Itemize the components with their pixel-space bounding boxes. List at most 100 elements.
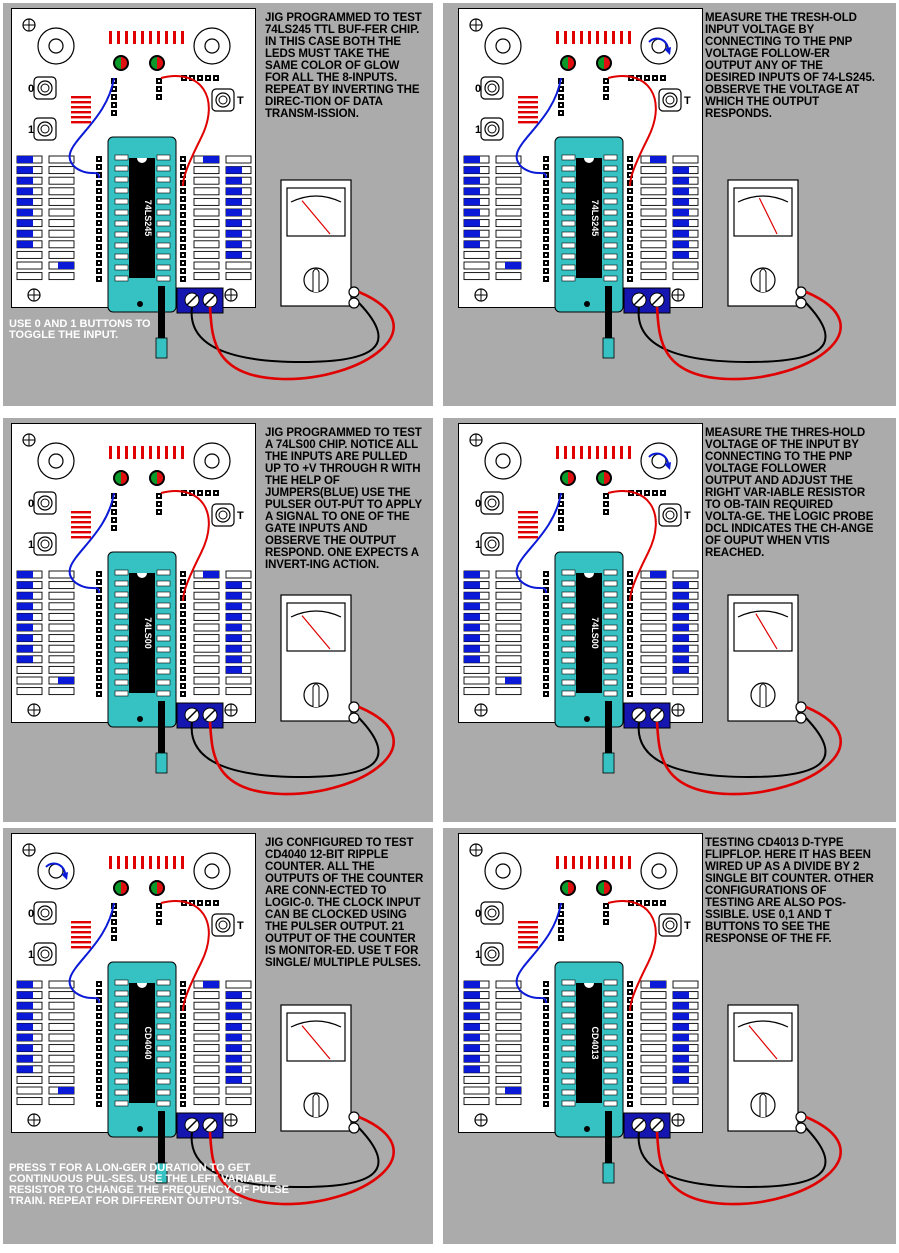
red-meter-lead: [208, 1115, 395, 1206]
black-meter-lead: [637, 302, 827, 364]
side-header: [96, 571, 102, 697]
ic-chip-icon: [576, 983, 602, 1103]
red-signal-wire: [160, 75, 210, 187]
bicolor-led-icon: [113, 55, 129, 71]
left-variable-resistor-icon: [37, 442, 75, 480]
bicolor-led-icon: [560, 470, 576, 486]
meter-needle: [758, 197, 778, 235]
blue-jumper-wire: [68, 492, 115, 594]
button-t: [211, 88, 235, 112]
logic-probe-icon: [155, 1111, 168, 1184]
signal-bar-icon: [109, 856, 184, 869]
mounting-hole-icon: [671, 703, 685, 717]
bicolor-led-icon: [149, 55, 165, 71]
jumper-header: [156, 493, 162, 515]
panel-description: MEASURE THE TRESH-OLD INPUT VOLTAGE BY C…: [705, 12, 875, 120]
black-meter-lead: [190, 717, 380, 779]
button-t-label: T: [237, 95, 244, 107]
meter-terminal-icon: [348, 712, 360, 724]
left-variable-resistor-icon: [37, 852, 75, 890]
jig-panel: JIG PROGRAMMED TO TEST A 74LS00 CHIP. NO…: [3, 418, 433, 822]
resistor-array-icon: [71, 921, 91, 949]
left-variable-resistor-icon: [484, 442, 522, 480]
mounting-hole-icon: [469, 433, 483, 447]
button-0: [33, 491, 57, 515]
meter-terminal-icon: [348, 297, 360, 309]
ic-chip-icon: [129, 158, 155, 278]
button-0: [480, 901, 504, 925]
mounting-hole-icon: [671, 288, 685, 302]
zif-socket-icon: [554, 551, 624, 728]
terminal-block-icon: [623, 702, 671, 729]
blue-jumper-wire: [515, 902, 562, 1004]
chip-label: 74LS00: [590, 617, 600, 649]
button-t: [658, 503, 682, 527]
jumper-header: [603, 903, 609, 925]
voltmeter-icon: [280, 1004, 360, 1134]
panel-description: JIG PROGRAMMED TO TEST A 74LS00 CHIP. NO…: [265, 427, 422, 571]
button-1: [33, 942, 57, 966]
mounting-hole-icon: [474, 703, 488, 717]
signal-bar-icon: [556, 31, 631, 44]
mounting-hole-icon: [27, 288, 41, 302]
red-signal-wire: [607, 490, 657, 602]
mounting-hole-icon: [22, 433, 36, 447]
red-meter-lead: [655, 705, 842, 796]
chip-label: CD4013: [590, 1026, 600, 1059]
chip-label: 74LS245: [590, 200, 600, 237]
button-0: [33, 76, 57, 100]
button-0: [33, 901, 57, 925]
resistor-array-icon: [518, 921, 538, 949]
left-switch-bank: [16, 570, 75, 696]
mounting-hole-icon: [27, 703, 41, 717]
button-t: [211, 503, 235, 527]
button-0-label: 0: [475, 498, 481, 510]
button-t: [658, 913, 682, 937]
panel-description: MEASURE THE THRES-HOLD VOLTAGE OF THE IN…: [705, 427, 874, 559]
resistor-array-icon: [71, 96, 91, 124]
mounting-hole-icon: [224, 288, 238, 302]
side-header: [627, 571, 633, 697]
voltmeter-icon: [727, 1004, 807, 1134]
left-switch-bank: [463, 570, 522, 696]
button-t-label: T: [684, 510, 691, 522]
button-t: [211, 913, 235, 937]
mounting-hole-icon: [474, 288, 488, 302]
red-signal-wire: [607, 75, 657, 187]
button-1: [480, 532, 504, 556]
signal-bar-icon: [109, 446, 184, 459]
left-switch-bank: [463, 980, 522, 1106]
bicolor-led-icon: [596, 55, 612, 71]
bicolor-led-icon: [149, 880, 165, 896]
button-t-label: T: [684, 95, 691, 107]
zif-socket-icon: [107, 961, 177, 1138]
right-switch-bank: [193, 570, 252, 696]
mounting-hole-icon: [469, 843, 483, 857]
bicolor-led-icon: [149, 470, 165, 486]
zif-socket-icon: [554, 136, 624, 313]
rotate-arrow-icon: [648, 37, 670, 51]
voltmeter-icon: [727, 179, 807, 309]
signal-bar-icon: [556, 446, 631, 459]
jig-panel: TESTING CD4013 D-TYPE FLIPFLOP. HERE IT …: [443, 828, 896, 1244]
side-header: [180, 156, 186, 282]
black-meter-lead: [637, 1127, 827, 1189]
meter-terminal-icon: [348, 286, 360, 298]
panel-note: PRESS T FOR A LON-GER DURATION TO GET CO…: [9, 1162, 289, 1207]
black-meter-lead: [190, 1127, 380, 1189]
voltmeter-icon: [280, 594, 360, 724]
meter-terminal-icon: [348, 1111, 360, 1123]
resistor-array-icon: [71, 511, 91, 539]
jig-panel: MEASURE THE THRES-HOLD VOLTAGE OF THE IN…: [443, 418, 896, 822]
jig-panel: MEASURE THE TRESH-OLD INPUT VOLTAGE BY C…: [443, 3, 896, 406]
logic-probe-icon: [602, 701, 615, 774]
button-0-label: 0: [28, 908, 34, 920]
right-variable-resistor-icon: [193, 442, 231, 480]
right-switch-bank: [640, 570, 699, 696]
button-1-label: 1: [475, 124, 481, 136]
terminal-block-icon: [176, 702, 224, 729]
signal-bar-icon: [556, 856, 631, 869]
